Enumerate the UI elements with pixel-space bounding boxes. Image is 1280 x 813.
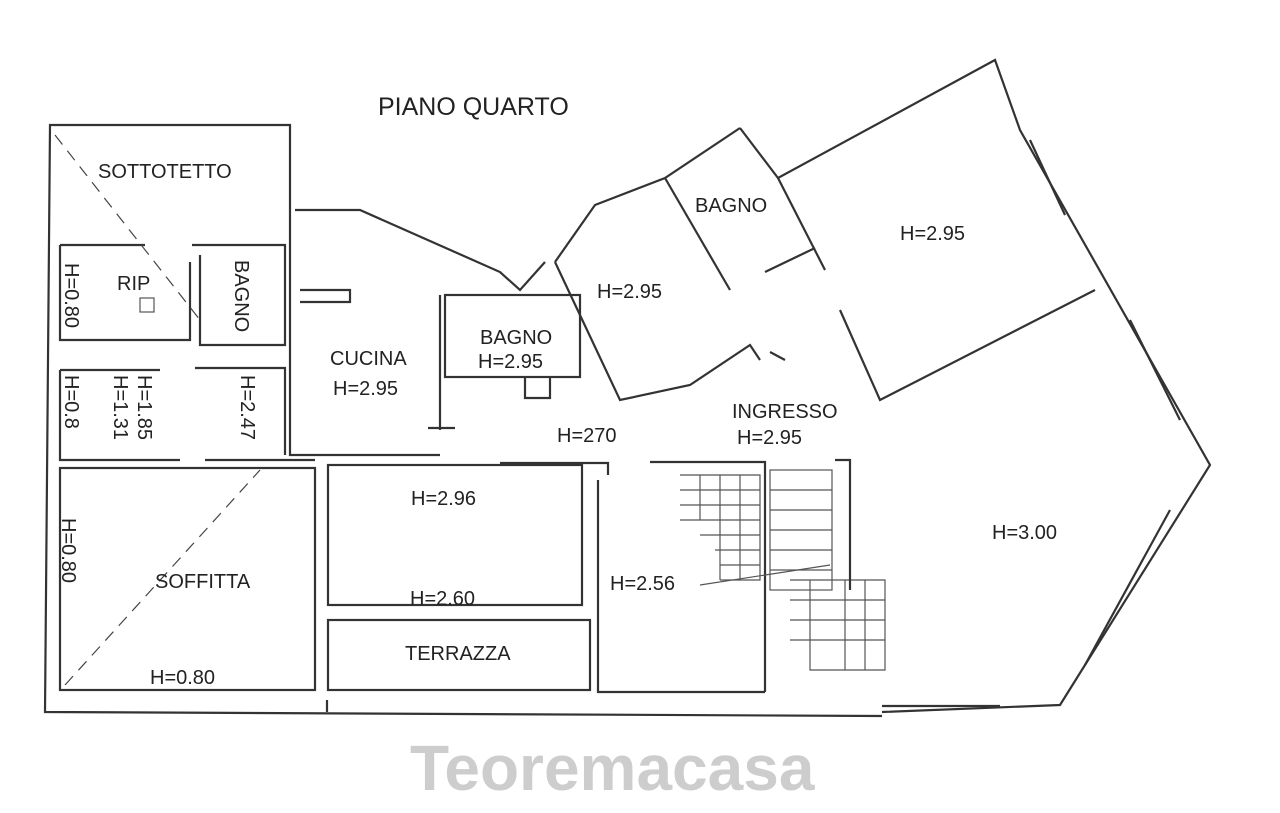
label-h296: H=2.96 [411,488,476,510]
label-h08: H=0.8 [60,375,82,429]
label-bagno-left: BAGNO [230,260,252,332]
label-rip: RIP [117,273,150,295]
label-h080-b: H=0.80 [57,518,79,583]
label-room-h300: H=3.00 [992,522,1057,544]
walls [43,58,1212,718]
label-h260: H=2.60 [410,588,475,610]
label-bagno-top: BAGNO [695,195,767,217]
label-sottotetto: SOTTOTETTO [98,161,232,183]
rip-square-icon [139,297,155,313]
label-ingresso: INGRESSO [732,401,838,423]
label-ingresso-h: H=2.95 [737,427,802,449]
label-terrazza: TERRAZZA [405,643,511,665]
label-room-h295-a: H=2.95 [597,281,662,303]
label-h185: H=1.85 [133,375,155,440]
label-cucina-h: H=2.95 [333,378,398,400]
label-room-h295-b: H=2.95 [900,223,965,245]
label-h270: H=270 [557,425,617,447]
label-h080-c: H=0.80 [150,667,215,689]
plan-title: PIANO QUARTO [378,93,569,121]
label-h080-a: H=0.80 [60,263,82,328]
label-soffitta: SOFFITTA [155,571,251,593]
label-h247: H=2.47 [236,375,258,440]
label-h131: H=1.31 [109,375,131,440]
label-bagno-mid-h: H=2.95 [478,351,543,373]
watermark: Teoremacasa [410,732,815,804]
label-bagno-mid: BAGNO [480,327,552,349]
label-h256: H=2.56 [610,573,675,595]
label-cucina: CUCINA [330,348,407,370]
